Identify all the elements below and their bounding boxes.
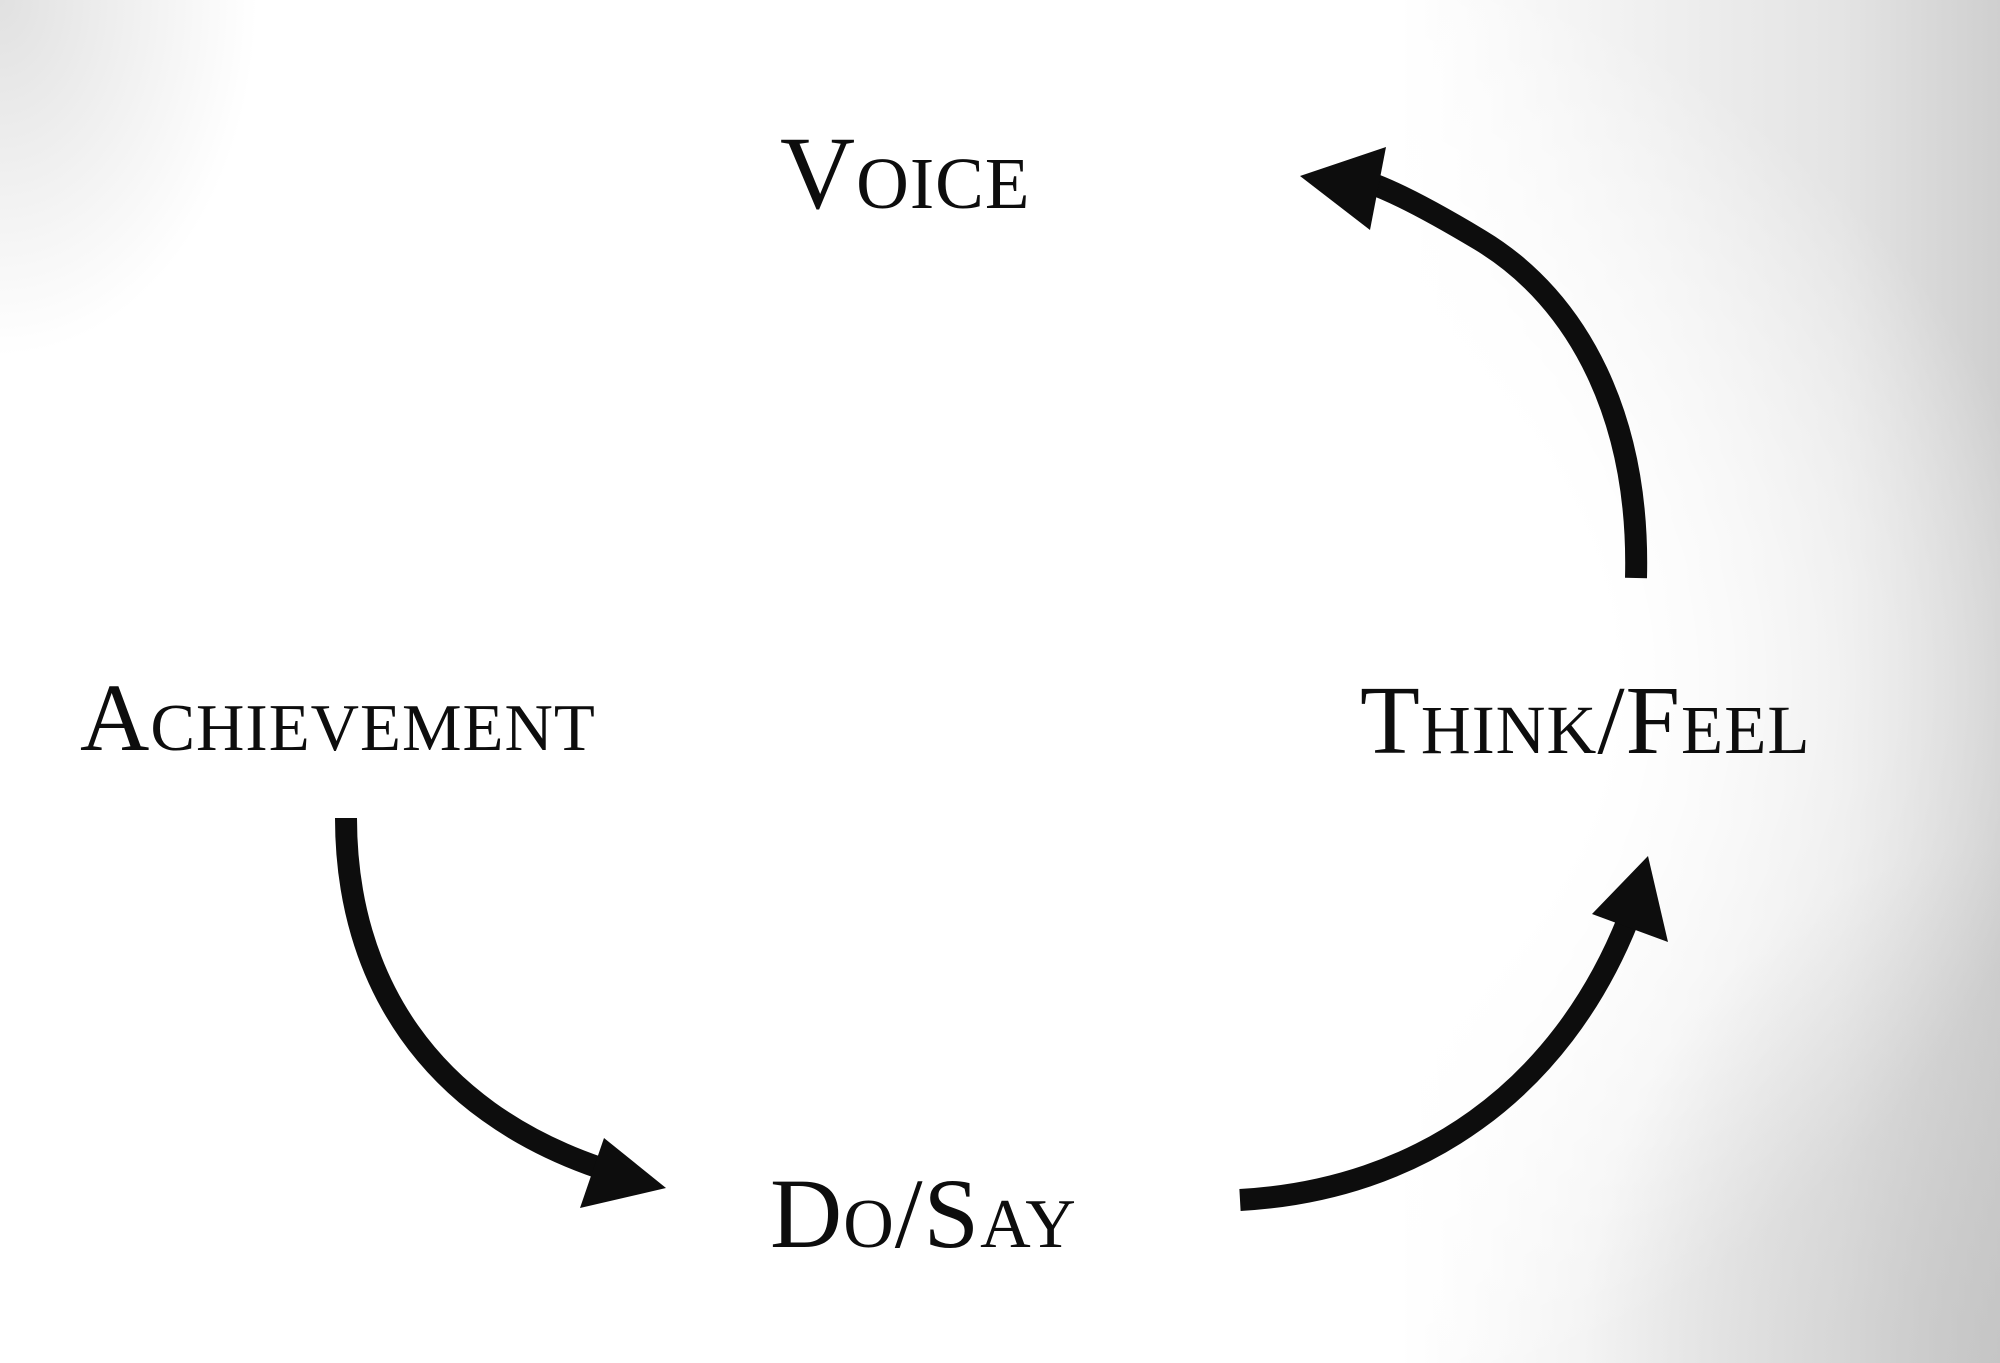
node-voice: Voice: [780, 116, 1031, 231]
arrow-achievement-to-dosay: [335, 817, 666, 1208]
node-do-say: Do/Say: [770, 1158, 1077, 1269]
node-achievement: Achievement: [80, 664, 596, 771]
arrow-thinkfeel-to-voice: [1300, 147, 1648, 579]
node-think-feel: Think/Feel: [1360, 667, 1811, 775]
paper-shadow-top-left: [0, 0, 260, 360]
arrow-dosay-to-thinkfeel: [1239, 856, 1668, 1211]
